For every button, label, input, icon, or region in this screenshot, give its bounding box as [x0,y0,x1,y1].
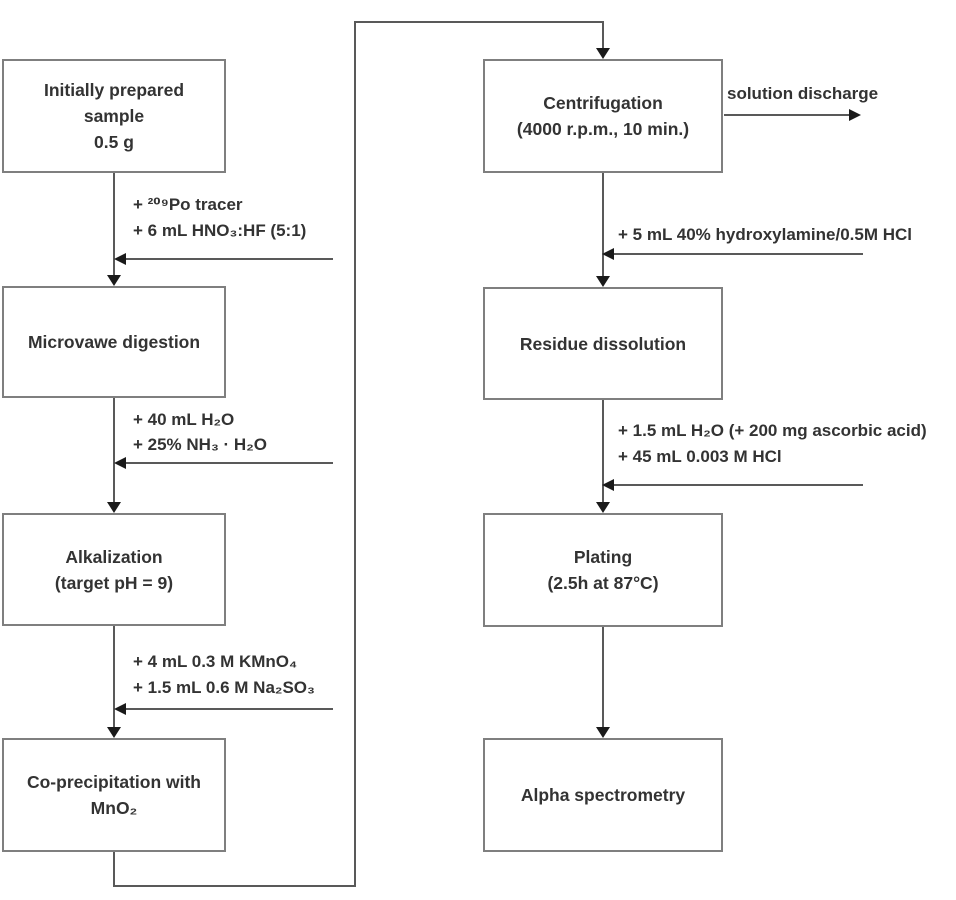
node-coprecipitation-mno2: Co-precipitation with MnO₂ [2,738,226,852]
arrowhead-left-icon [602,479,614,491]
node-label: Alkalization [65,546,163,567]
reagent-label-ammonia: + 25% NH₃ · H₂O [133,435,267,454]
arrowhead-down-icon [596,727,610,738]
loop-connector-top [354,21,604,23]
reagent-label-water: + 40 mL H₂O [133,410,235,429]
reagent-label-hno3-hf: + 6 mL HNO₃:HF (5:1) [133,221,307,240]
node-initially-prepared-sample: Initially prepared sample 0.5 g [2,59,226,173]
node-label: Alpha spectrometry [520,785,686,805]
arrowhead-down-icon [107,727,121,738]
node-label: (target pH = 9) [54,572,174,593]
node-centrifugation: Centrifugation (4000 r.p.m., 10 min.) [483,59,723,173]
feeder-line-hydroxylamine [606,253,863,255]
feeder-line-water-nh3 [118,462,333,464]
arrowhead-down-icon [596,502,610,513]
reagent-label-dilute-hcl: + 45 mL 0.003 M HCl [618,447,782,466]
node-plating: Plating (2.5h at 87°C) [483,513,723,627]
node-alpha-spectrometry: Alpha spectrometry [483,738,723,852]
flow-line-sample-to-digestion [113,173,115,277]
feeder-line-kmno4-na2so3 [118,708,333,710]
node-label: Residue dissolution [519,333,687,354]
flow-line-alkalization-to-coprecipitation [113,626,115,729]
flow-line-plating-to-alpha [602,627,604,729]
arrowhead-down-icon [596,276,610,287]
reagent-label-na2so3: + 1.5 mL 0.6 M Na₂SO₃ [133,678,315,697]
loop-connector-bottom [113,885,356,887]
arrowhead-right-icon [849,109,861,121]
node-alkalization: Alkalization (target pH = 9) [2,513,226,626]
feeder-line-tracer-hno3 [118,258,333,260]
node-label: (4000 r.p.m., 10 min.) [516,119,690,139]
node-label: Initially prepared [43,80,185,100]
node-label: Plating [573,547,633,567]
reagent-label-po209-tracer: + ²⁰⁹Po tracer [133,195,243,214]
node-label: MnO₂ [90,798,138,818]
arrowhead-left-icon [114,457,126,469]
reagent-label-ascorbic-acid: + 1.5 mL H₂O (+ 200 mg ascorbic acid) [618,421,927,440]
node-label: Co-precipitation with [26,772,202,792]
node-label: Centrifugation [543,93,663,113]
feeder-line-ascorbic-hcl [606,484,863,486]
node-label: (2.5h at 87°C) [547,573,659,593]
node-microwave-digestion: Microvawe digestion [2,286,226,398]
loop-connector-riser [354,21,356,887]
arrowhead-left-icon [602,248,614,260]
flow-line-centrifugation-to-residue [602,173,604,278]
loop-connector-drop [113,852,115,887]
arrowhead-down-icon [596,48,610,59]
flow-line-digestion-to-alkalization [113,398,115,504]
loop-connector-entry [602,21,604,50]
node-label: Microvawe digestion [27,332,201,352]
arrowhead-down-icon [107,275,121,286]
node-label: sample [83,106,145,126]
node-residue-dissolution: Residue dissolution [483,287,723,400]
flow-line-residue-to-plating [602,400,604,504]
reagent-label-kmno4: + 4 mL 0.3 M KMnO₄ [133,652,298,671]
arrowhead-left-icon [114,703,126,715]
discharge-line [724,114,851,116]
node-label: 0.5 g [94,132,134,152]
arrowhead-left-icon [114,253,126,265]
reagent-label-hydroxylamine: + 5 mL 40% hydroxylamine/0.5M HCl [618,225,912,244]
arrowhead-down-icon [107,502,121,513]
annotation-solution-discharge: solution discharge [727,84,879,103]
